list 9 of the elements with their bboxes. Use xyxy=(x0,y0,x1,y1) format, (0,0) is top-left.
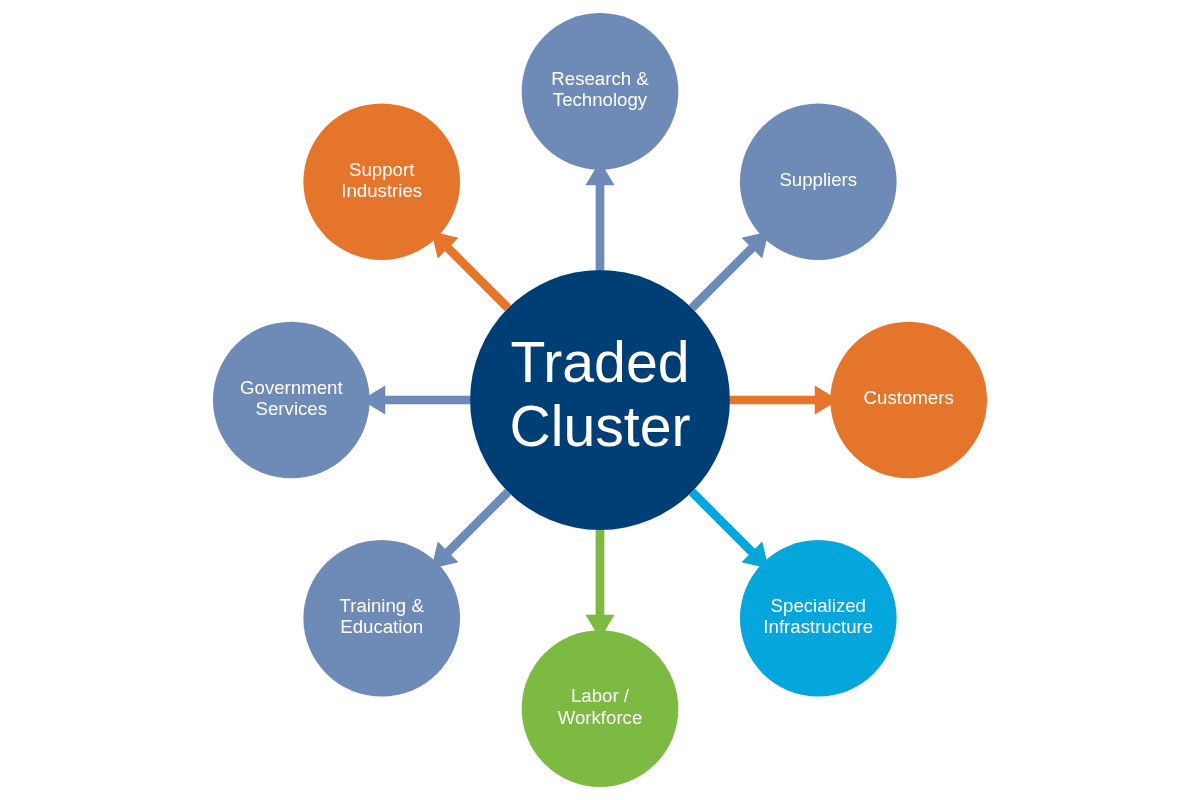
arrow xyxy=(431,488,512,569)
node-circle: Labor / Workforce xyxy=(521,630,679,788)
node-circle: Research & Technology xyxy=(521,12,679,170)
node-circle: Government Services xyxy=(212,321,370,479)
arrow xyxy=(688,231,769,312)
node-circle: Traded Cluster xyxy=(470,270,730,530)
arrow xyxy=(688,488,769,569)
node-circle: Customers xyxy=(830,321,988,479)
arrow xyxy=(431,231,512,312)
